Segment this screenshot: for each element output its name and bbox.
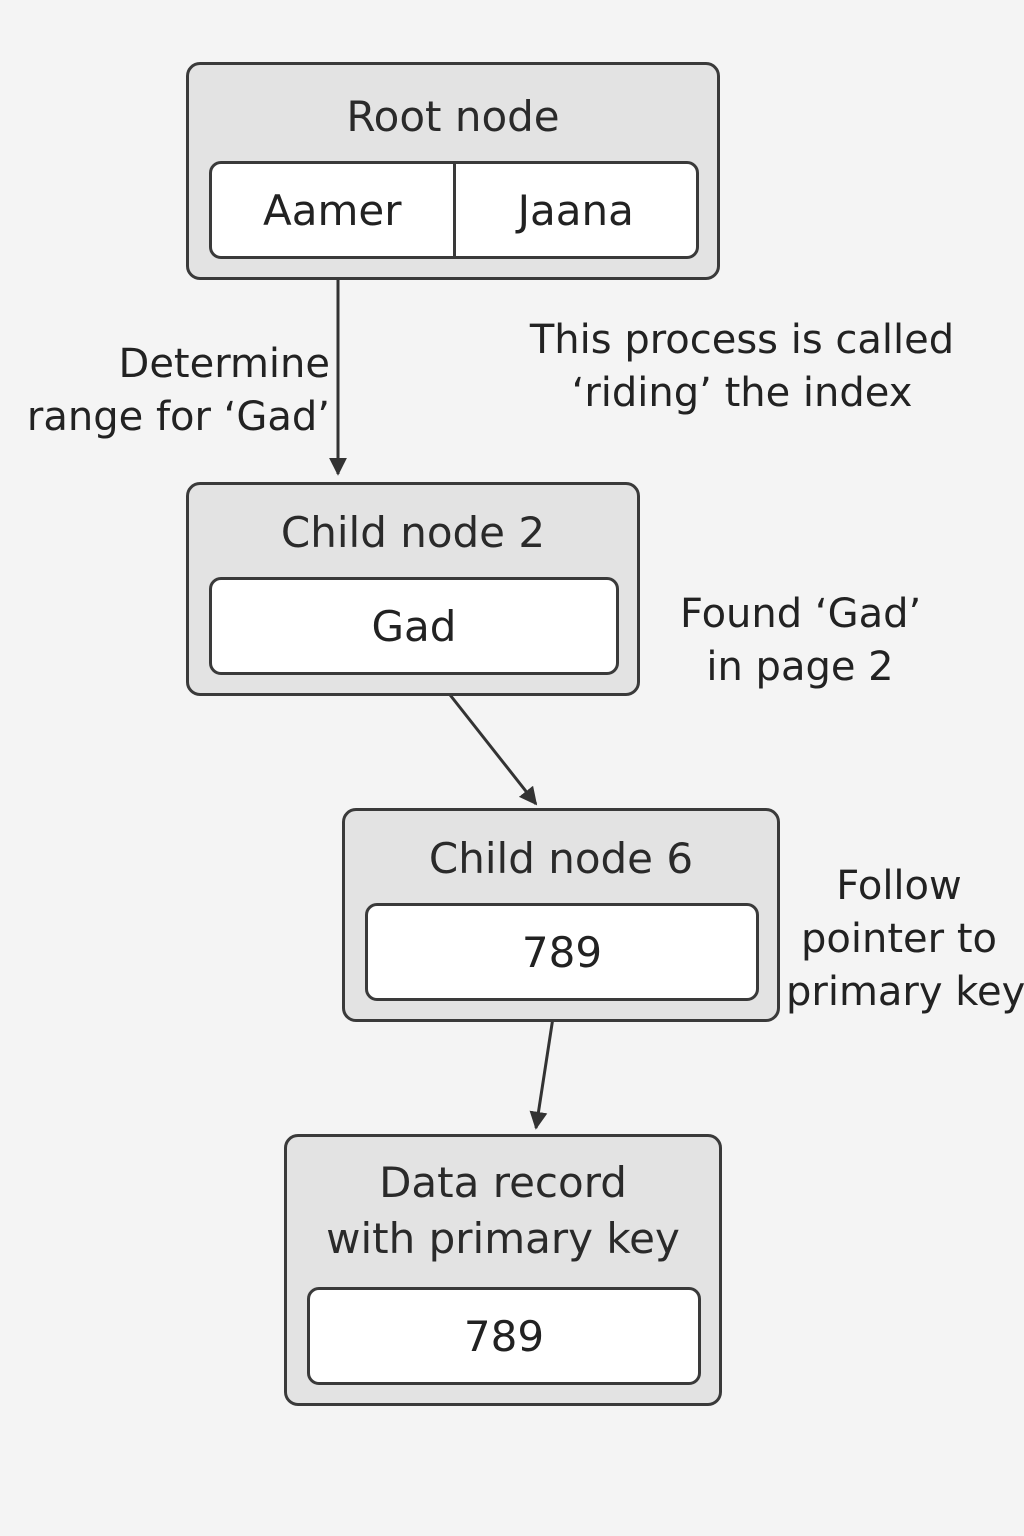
annotation-found-line2: in page 2 xyxy=(706,644,894,690)
record-key-789: 789 xyxy=(463,1311,545,1361)
annotation-follow-pointer-line2: pointer to xyxy=(801,916,997,962)
annotation-riding-line2: ‘riding’ the index xyxy=(571,370,913,416)
child-node-2: Child node 2 Gad xyxy=(186,482,640,696)
root-key-aamer: Aamer xyxy=(263,185,402,235)
annotation-follow-pointer-line1: Follow xyxy=(836,863,962,909)
root-node-keys: Aamer Jaana xyxy=(209,161,699,259)
child-node-2-keys: Gad xyxy=(209,577,619,675)
annotation-determine-range: Determine range for ‘Gad’ xyxy=(27,338,330,444)
root-key-jaana: Jaana xyxy=(452,164,697,256)
annotation-found: Found ‘Gad’ in page 2 xyxy=(680,588,922,694)
child-node-6-title: Child node 6 xyxy=(428,834,694,883)
annotation-determine-range-line2: range for ‘Gad’ xyxy=(26,394,330,440)
data-record-title-line1: Data record xyxy=(379,1158,627,1207)
annotation-riding-line1: This process is called xyxy=(529,317,955,363)
child-node-2-title: Child node 2 xyxy=(280,508,546,557)
child-node-6-keys: 789 xyxy=(365,903,759,1001)
root-node-title: Root node xyxy=(346,92,560,141)
annotation-found-line1: Found ‘Gad’ xyxy=(680,591,922,637)
data-record-title-line2: with primary key xyxy=(326,1214,680,1263)
annotation-riding: This process is called ‘riding’ the inde… xyxy=(528,314,956,420)
data-record-keys: 789 xyxy=(307,1287,701,1385)
child-node-6: Child node 6 789 xyxy=(342,808,780,1022)
data-record-node: Data record with primary key 789 xyxy=(284,1134,722,1406)
annotation-follow-pointer-line3: primary key xyxy=(786,969,1024,1015)
root-node: Root node Aamer Jaana xyxy=(186,62,720,280)
child6-key-789: 789 xyxy=(521,927,603,977)
annotation-determine-range-line1: Determine xyxy=(118,341,330,387)
annotation-follow-pointer: Follow pointer to primary key xyxy=(786,860,1024,1019)
child2-key-gad: Gad xyxy=(371,601,457,651)
